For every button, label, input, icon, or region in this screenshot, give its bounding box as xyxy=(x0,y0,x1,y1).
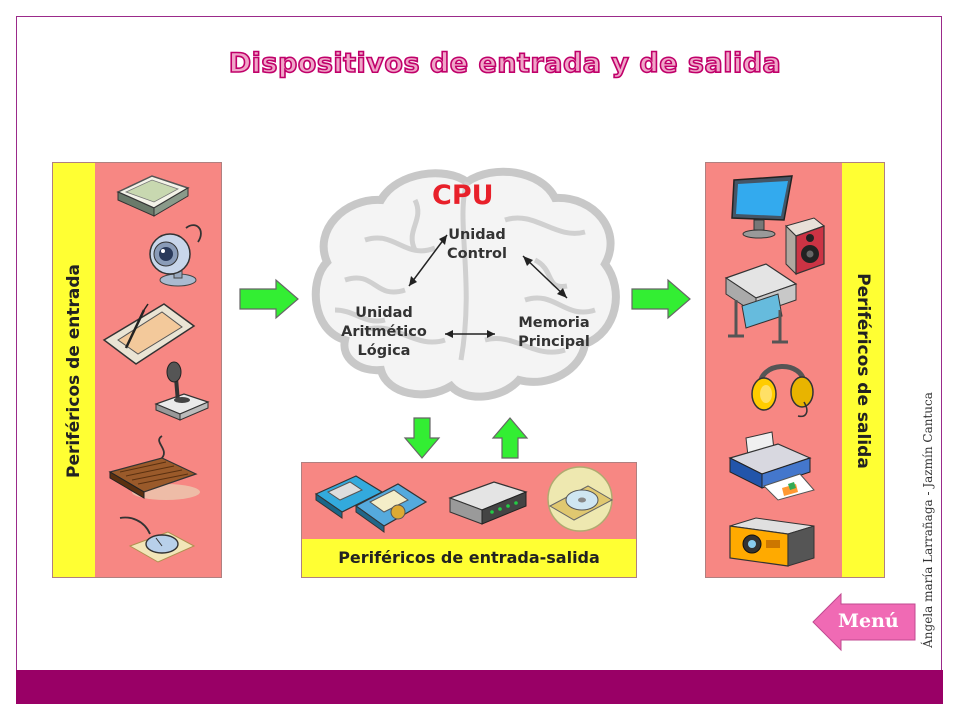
input-label-strip: Periféricos de entrada xyxy=(53,163,95,577)
cpu-to-output-arrow xyxy=(631,278,691,320)
alu-line-3: Lógica xyxy=(357,343,411,359)
output-peripherals-panel: Periféricos de salida xyxy=(705,162,885,578)
cpu-to-io-arrow xyxy=(403,417,441,459)
input-to-cpu-arrow xyxy=(239,278,299,320)
alu-label: Unidad Aritmético Lógica xyxy=(330,304,438,361)
speaker-icon xyxy=(785,217,826,276)
webcam-icon xyxy=(149,224,202,287)
scanner-icon xyxy=(116,175,190,217)
control-unit-line-2: Control xyxy=(447,246,507,262)
output-label-strip: Periféricos de salida xyxy=(842,163,884,577)
menu-button[interactable] xyxy=(811,592,917,652)
keyboard-icon xyxy=(108,435,200,500)
input-peripherals-panel: Periféricos de entrada xyxy=(52,162,222,578)
joystick-icon xyxy=(154,361,210,421)
menu-button-label[interactable]: Menú xyxy=(838,610,899,632)
floppy-disk-icon xyxy=(314,475,428,533)
main-memory-label: Memoria Principal xyxy=(508,314,600,352)
main-memory-line-2: Principal xyxy=(518,334,590,350)
printer-icon xyxy=(728,431,815,501)
cd-drive-icon xyxy=(547,466,614,532)
input-icons-area xyxy=(95,163,221,577)
slide-title: Dispositivos de entrada y de salida xyxy=(228,47,782,80)
graphics-tablet-icon xyxy=(102,303,196,365)
input-panel-label: Periféricos de entrada xyxy=(64,263,84,479)
output-panel-label: Periféricos de salida xyxy=(853,273,873,469)
projector-icon xyxy=(729,517,815,567)
alu-line-1: Unidad xyxy=(355,305,413,321)
control-unit-label: Unidad Control xyxy=(437,226,517,264)
footer-bar xyxy=(16,670,943,704)
modem-icon xyxy=(448,481,528,525)
monitor-icon xyxy=(731,175,793,239)
main-memory-line-1: Memoria xyxy=(518,315,590,331)
cpu-title: CPU xyxy=(432,180,494,211)
io-panel-label: Periféricos de entrada-salida xyxy=(338,548,600,567)
headphones-icon xyxy=(751,364,814,418)
control-unit-line-1: Unidad xyxy=(448,227,506,243)
plotter-icon xyxy=(724,263,798,344)
brain-illustration xyxy=(311,167,620,401)
author-credit: Ángela maría Larrañaga - Jazmín Cantuca xyxy=(921,392,935,648)
alu-line-2: Aritmético xyxy=(341,324,427,340)
io-label-strip: Periféricos de entrada-salida xyxy=(302,539,636,577)
mouse-icon xyxy=(119,516,196,563)
io-to-cpu-arrow xyxy=(491,417,529,459)
